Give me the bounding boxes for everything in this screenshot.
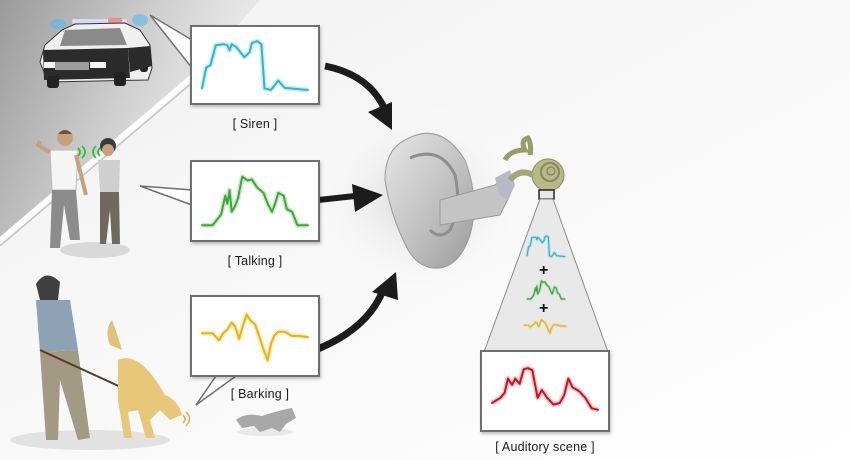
ear-icon [384, 132, 515, 269]
auditory-scene-waveform-line [491, 367, 599, 411]
running-cat [236, 408, 296, 436]
plus-sign-1: + [539, 262, 549, 279]
barking-caption: [ Barking ] [230, 387, 290, 401]
barking-waveform-panel [190, 295, 320, 377]
cochlea-selection-box [538, 189, 555, 200]
talking-waveform [201, 174, 309, 228]
siren-waveform-line [201, 40, 309, 91]
arrow-siren-to-ear [324, 62, 392, 130]
siren-waveform-glow [199, 38, 309, 93]
barking-waveform-glow [202, 311, 309, 363]
barking-waveform-line [201, 313, 309, 362]
siren-caption: [ Siren ] [232, 117, 278, 131]
police-car [39, 14, 153, 88]
barking-waveform [201, 311, 309, 363]
talking-caption: [ Talking ] [227, 254, 283, 268]
auditory-scene-waveform [490, 365, 599, 413]
plus-sign-2: + [539, 300, 549, 317]
talking-waveform-panel [190, 160, 320, 242]
auditory-scene-panel [480, 350, 610, 432]
siren-waveform [199, 38, 309, 93]
arrow-barking-to-ear [308, 272, 398, 356]
auditory-scene-caption: [ Auditory scene ] [495, 440, 595, 454]
auditory-scene-waveform-glow [490, 365, 599, 413]
talking-waveform-line [201, 175, 309, 227]
talking-people [35, 130, 130, 258]
cochlea-icon [502, 135, 565, 200]
woman-walking-dog [10, 275, 191, 450]
siren-waveform-panel [190, 25, 320, 105]
